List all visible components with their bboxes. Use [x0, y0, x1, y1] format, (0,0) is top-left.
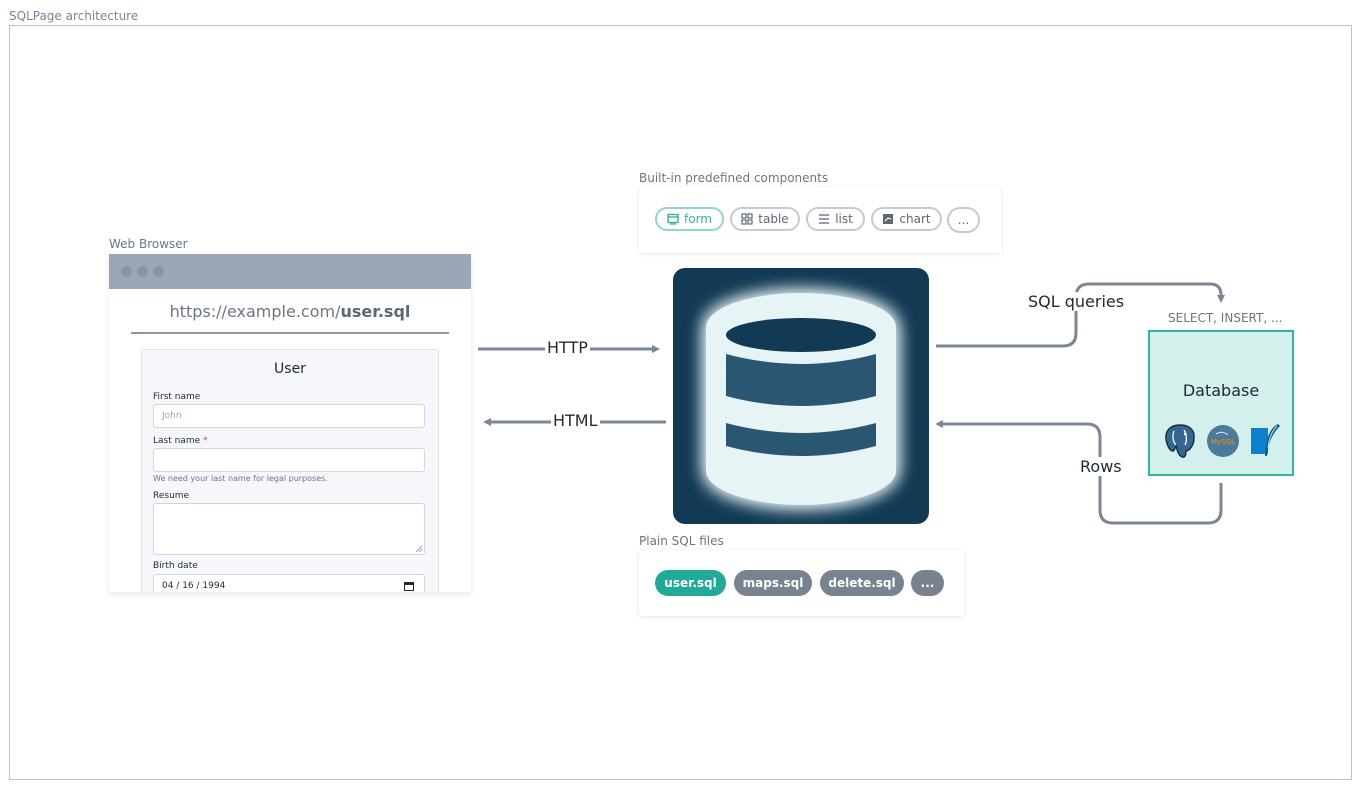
- resume-label: Resume: [153, 491, 190, 501]
- grid-icon: [741, 213, 753, 225]
- url-prefix: https://example.com/: [169, 302, 341, 321]
- html-label: HTML: [551, 411, 600, 430]
- component-chart[interactable]: chart: [871, 207, 942, 231]
- mysql-logo-text: MySQL: [1211, 438, 1235, 446]
- files-caption: Plain SQL files: [639, 534, 724, 548]
- url-file: user.sql: [340, 302, 411, 321]
- sql-queries-arrow: [936, 282, 1225, 348]
- component-more-label: ...: [957, 213, 970, 227]
- file-more[interactable]: ...: [911, 570, 944, 596]
- last-name-input[interactable]: [153, 448, 425, 472]
- birth-date-value: 04 / 16 / 1994: [162, 581, 226, 591]
- chart-icon: [883, 214, 894, 224]
- rows-arrow: [935, 420, 1223, 525]
- sql-queries-label: SQL queries: [1026, 292, 1127, 311]
- mysql-logo-icon: MySQL: [1207, 425, 1239, 457]
- browser-title-bar: [109, 254, 471, 289]
- birth-date-label: Birth date: [153, 561, 198, 571]
- components-panel: form table list chart ...: [639, 187, 1001, 253]
- component-list-label: list: [835, 212, 853, 226]
- sql-examples-label: SELECT, INSERT, ...: [1168, 311, 1283, 325]
- file-maps-sql[interactable]: maps.sql: [734, 570, 812, 596]
- sqlite-logo-icon: [1251, 424, 1280, 456]
- web-browser: https://example.com/user.sql User First …: [109, 254, 471, 592]
- components-caption: Built-in predefined components: [639, 171, 829, 185]
- user-form: User First name John Last name* We need …: [141, 349, 439, 592]
- component-form[interactable]: form: [655, 207, 724, 231]
- form-title: User: [274, 361, 306, 377]
- component-form-label: form: [684, 212, 712, 226]
- component-chart-label: chart: [899, 212, 931, 226]
- database-cylinder-icon: [706, 293, 896, 505]
- last-name-hint: We need your last name for legal purpose…: [153, 474, 328, 483]
- frame-title: SQLPage architecture: [9, 9, 139, 23]
- resize-handle-icon[interactable]: [416, 546, 422, 552]
- component-table-label: table: [758, 212, 789, 226]
- sqlpage-server: [673, 268, 929, 524]
- file-user-sql[interactable]: user.sql: [655, 570, 726, 596]
- postgresql-logo-icon: [1165, 424, 1195, 458]
- birth-date-input[interactable]: 04 / 16 / 1994: [153, 574, 425, 592]
- resume-textarea[interactable]: [153, 503, 425, 555]
- first-name-placeholder: John: [162, 411, 182, 421]
- window-dot-icon: [121, 266, 132, 277]
- list-icon: [819, 214, 830, 224]
- database-box: Database MySQL: [1148, 330, 1294, 476]
- database-title: Database: [1182, 381, 1260, 400]
- last-name-label: Last name: [153, 436, 201, 446]
- form-icon: [667, 213, 679, 225]
- window-dot-icon: [137, 266, 148, 277]
- calendar-icon[interactable]: [404, 581, 414, 591]
- component-list[interactable]: list: [806, 207, 865, 231]
- address-bar[interactable]: https://example.com/user.sql: [131, 302, 449, 334]
- component-table[interactable]: table: [730, 207, 800, 231]
- required-mark: *: [203, 436, 208, 446]
- http-label: HTTP: [545, 338, 590, 357]
- component-more[interactable]: ...: [947, 207, 980, 233]
- browser-caption: Web Browser: [109, 237, 188, 251]
- rows-label: Rows: [1078, 457, 1124, 476]
- architecture-frame: [9, 25, 1352, 780]
- first-name-label: First name: [153, 392, 201, 402]
- window-dot-icon: [153, 266, 164, 277]
- files-panel: user.sql maps.sql delete.sql ...: [639, 550, 964, 616]
- first-name-input[interactable]: John: [153, 404, 425, 428]
- last-name-label-row: Last name*: [153, 436, 208, 446]
- file-delete-sql[interactable]: delete.sql: [820, 570, 904, 596]
